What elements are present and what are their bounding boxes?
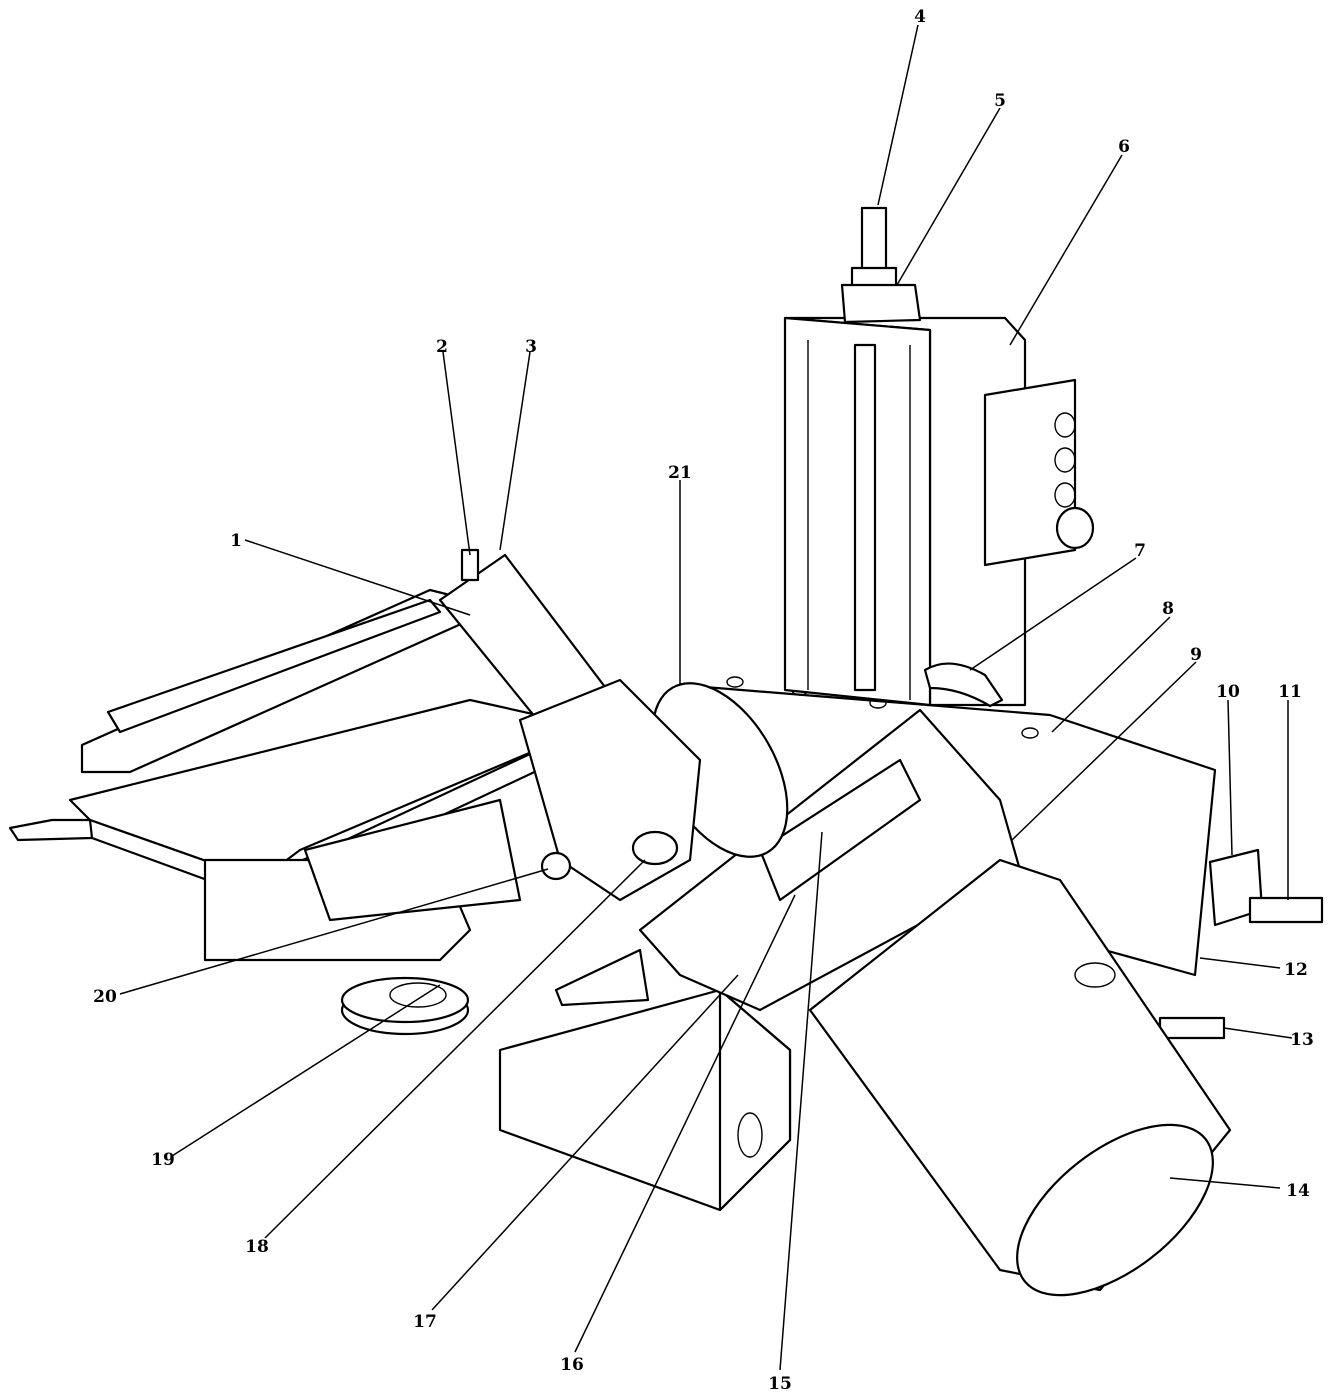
callout-8: 8 [1162,599,1174,619]
callout-18: 18 [245,1237,269,1257]
callout-19: 19 [151,1150,175,1170]
callout-3: 3 [525,337,537,357]
callout-13: 13 [1290,1030,1314,1050]
callout-14: 14 [1286,1181,1310,1201]
callout-1: 1 [230,531,242,551]
callout-15: 15 [768,1374,792,1394]
callout-4: 4 [914,7,926,27]
callout-17: 17 [413,1312,437,1332]
callout-21: 21 [668,463,692,483]
callout-11: 11 [1278,682,1302,702]
worktable [8,588,562,1036]
callout-7: 7 [1134,541,1146,561]
vertical-column [783,206,1095,708]
callout-12: 12 [1284,960,1308,980]
callout-10: 10 [1216,682,1240,702]
side-knobs [1158,848,1324,1040]
callout-labels: 1 2 3 4 5 6 7 8 9 10 11 12 13 14 15 16 1… [93,7,1314,1394]
callout-6: 6 [1118,137,1130,157]
callout-5: 5 [994,91,1006,111]
leader-lines [119,24,1293,1371]
grinding-attachment [438,548,702,902]
callout-2: 2 [436,337,448,357]
base-pedestal [498,948,792,1212]
callout-20: 20 [93,987,117,1007]
callout-16: 16 [560,1355,584,1375]
callout-9: 9 [1190,645,1202,665]
